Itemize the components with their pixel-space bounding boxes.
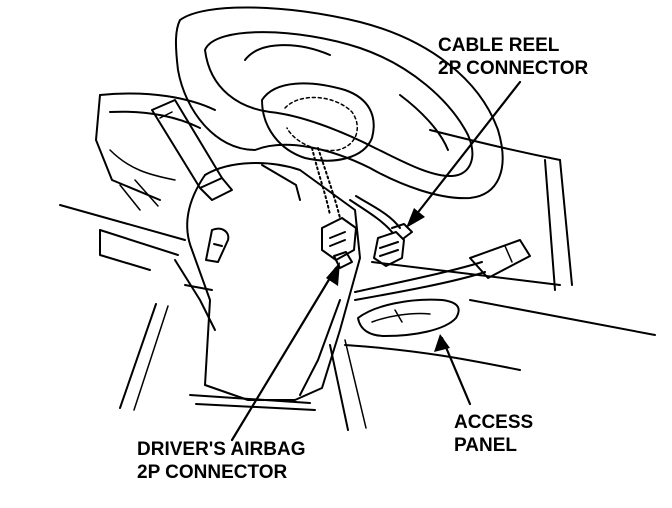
dashboard-outline xyxy=(59,92,656,431)
driver-airbag-leader xyxy=(230,266,338,442)
cable-reel-arrowhead xyxy=(406,208,425,228)
driver-airbag-label-line2: 2P CONNECTOR xyxy=(137,462,288,483)
cable-reel-connector xyxy=(373,223,413,267)
steering-column-cover xyxy=(186,162,361,411)
access-panel-leader xyxy=(440,336,472,406)
cable-reel-label-line2: 2P CONNECTOR xyxy=(438,58,589,79)
driver-airbag-arrowhead xyxy=(326,262,340,286)
arrowheads xyxy=(326,208,450,352)
access-panel xyxy=(357,298,460,337)
access-panel-label-line1: ACCESS xyxy=(454,412,534,433)
wiper-lever xyxy=(354,239,531,301)
leader-arrows xyxy=(230,80,522,442)
cable-reel-leader xyxy=(410,80,522,222)
access-panel-label: ACCESS PANEL xyxy=(454,411,533,457)
driver-airbag-connector-label: DRIVER'S AIRBAG 2P CONNECTOR xyxy=(137,438,306,484)
access-panel-arrowhead xyxy=(434,334,450,352)
wiring-harness xyxy=(311,147,401,233)
turn-signal-lever xyxy=(151,99,233,201)
driver-airbag-label-line1: DRIVER'S AIRBAG xyxy=(137,439,306,460)
cable-reel-connector-label: CABLE REEL 2P CONNECTOR xyxy=(438,34,588,80)
driver-airbag-connector xyxy=(321,217,357,269)
cable-reel-label-line1: CABLE REEL xyxy=(438,35,560,56)
access-panel-label-line2: PANEL xyxy=(454,435,517,456)
steering-wheel xyxy=(174,6,504,200)
